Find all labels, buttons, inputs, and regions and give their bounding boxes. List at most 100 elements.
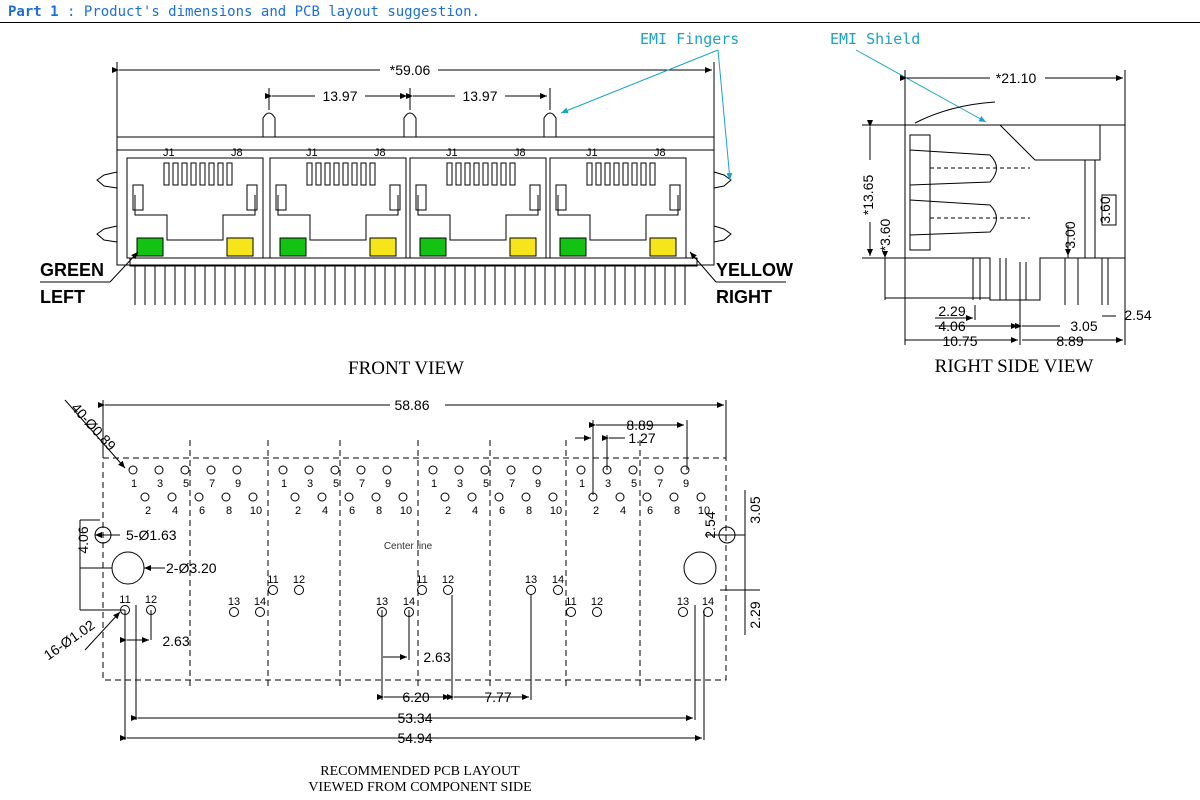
side-d889: 8.89 <box>1056 333 1083 349</box>
pcb-led-pin-label: 11 <box>119 594 130 606</box>
front-overall-width: *59.06 <box>390 62 431 78</box>
pcb-pin-label: 10 <box>400 505 412 517</box>
port-contact <box>324 162 331 186</box>
pcb-led-pin-label: 14 <box>254 596 266 608</box>
pcb-pin-label: 10 <box>698 505 710 517</box>
pcb-hole-odd <box>654 465 664 475</box>
pcb-led-pin-label: 12 <box>145 594 157 606</box>
pcb-hole-odd <box>356 465 366 475</box>
side-height: *13.65 <box>860 175 876 216</box>
emi-leaders <box>560 49 987 181</box>
port-contact <box>163 162 170 186</box>
front-pitch-a: 13.97 <box>322 88 357 104</box>
pcb-led-hole <box>566 607 576 617</box>
pcb-led-hole <box>678 607 688 617</box>
pcb-pin-label: 4 <box>322 505 328 517</box>
pcb-hole-odd <box>576 465 586 475</box>
pcb-hole-odd <box>278 465 288 475</box>
pcb-pin-label: 8 <box>226 505 232 517</box>
port-contact <box>622 162 629 186</box>
right-side-view <box>862 70 1126 345</box>
pcb-pin-label: 1 <box>281 478 287 490</box>
part-label: Part 1 <box>8 4 59 20</box>
pcb-led-pin-label: 13 <box>376 596 388 608</box>
pcb-hole-even <box>248 492 258 502</box>
pcb-led-hole <box>268 585 278 595</box>
pcb-holes-led: 16-Ø1.02 <box>41 616 98 663</box>
pin-label-j8: J8 <box>654 147 666 159</box>
pcb-hole-odd <box>304 465 314 475</box>
pcb-hole-odd <box>532 465 542 475</box>
pcb-hole-even <box>398 492 408 502</box>
pcb-d263b: 2.63 <box>423 649 450 665</box>
pcb-hole-even <box>167 492 177 502</box>
pcb-hole-odd <box>206 465 216 475</box>
pcb-hole-even <box>615 492 625 502</box>
pcb-hole-odd <box>382 465 392 475</box>
pcb-d777: 7.77 <box>484 689 511 705</box>
port-contact <box>342 162 349 186</box>
pcb-led-hole <box>294 585 304 595</box>
pcb-hole-even <box>588 492 598 502</box>
pcb-led-pin-label: 14 <box>403 596 415 608</box>
led-green <box>279 237 307 257</box>
port-latch <box>417 195 539 241</box>
pin-label-j1: J1 <box>306 147 318 159</box>
pcb-holes-mid: 5-Ø1.63 <box>126 527 177 543</box>
pcb-caption-2: VIEWED FROM COMPONENT SIDE <box>308 780 531 795</box>
port-side-right <box>389 184 401 211</box>
pcb-hole-even <box>290 492 300 502</box>
pcb-hole-even <box>194 492 204 502</box>
led-leaders <box>40 251 786 283</box>
led-yellow <box>226 237 254 257</box>
port-4 <box>549 157 687 259</box>
port-3 <box>409 157 547 259</box>
pcb-layout <box>64 399 760 741</box>
port-contact <box>315 162 322 186</box>
side-d254: 2.54 <box>1124 307 1151 323</box>
pcb-hole-odd <box>428 465 438 475</box>
part-title: Product's dimensions and PCB layout sugg… <box>83 4 481 20</box>
pcb-pin-label: 10 <box>550 505 562 517</box>
front-view-caption: FRONT VIEW <box>348 358 464 379</box>
port-contact <box>509 162 516 186</box>
pcb-hole-odd <box>628 465 638 475</box>
port-contact <box>369 162 376 186</box>
side-d360: 3.60 <box>1097 196 1113 223</box>
port-side-left <box>132 184 144 211</box>
led-green <box>136 237 164 257</box>
led-yellow <box>369 237 397 257</box>
pcb-led-pin-label: 13 <box>525 574 537 586</box>
emi-shield-label: EMI Shield <box>830 30 920 48</box>
pcb-holes-small: 40-Ø0.89 <box>68 400 119 454</box>
front-pitch-b: 13.97 <box>462 88 497 104</box>
pcb-hole-odd <box>680 465 690 475</box>
pcb-hole-odd <box>602 465 612 475</box>
pcb-hole-even <box>467 492 477 502</box>
pcb-pin-label: 5 <box>483 478 489 490</box>
port-contact <box>181 162 188 186</box>
pcb-led-pin-label: 11 <box>267 574 278 586</box>
port-side-right <box>529 184 541 211</box>
port-side-left <box>415 184 427 211</box>
port-contact <box>464 162 471 186</box>
pcb-pin-label: 2 <box>295 505 301 517</box>
pcb-d254: 2.54 <box>702 511 718 538</box>
pin-label-j1: J1 <box>163 147 175 159</box>
port-latch <box>134 195 256 241</box>
side-view-caption: RIGHT SIDE VIEW <box>935 356 1094 377</box>
port-contact <box>649 162 656 186</box>
pcb-led-pin-label: 14 <box>552 574 564 586</box>
pcb-led-hole <box>553 585 563 595</box>
pcb-led-hole <box>417 585 427 595</box>
center-line-label: Center line <box>384 541 433 552</box>
pcb-led-pin-label: 13 <box>228 596 240 608</box>
pcb-pin-label: 2 <box>445 505 451 517</box>
pcb-pin-label: 7 <box>209 478 215 490</box>
port-contact <box>640 162 647 186</box>
pin-label-j1: J1 <box>446 147 458 159</box>
pcb-hole-even <box>669 492 679 502</box>
pcb-d620: 6.20 <box>402 689 429 705</box>
pcb-led-pin-label: 13 <box>677 596 689 608</box>
